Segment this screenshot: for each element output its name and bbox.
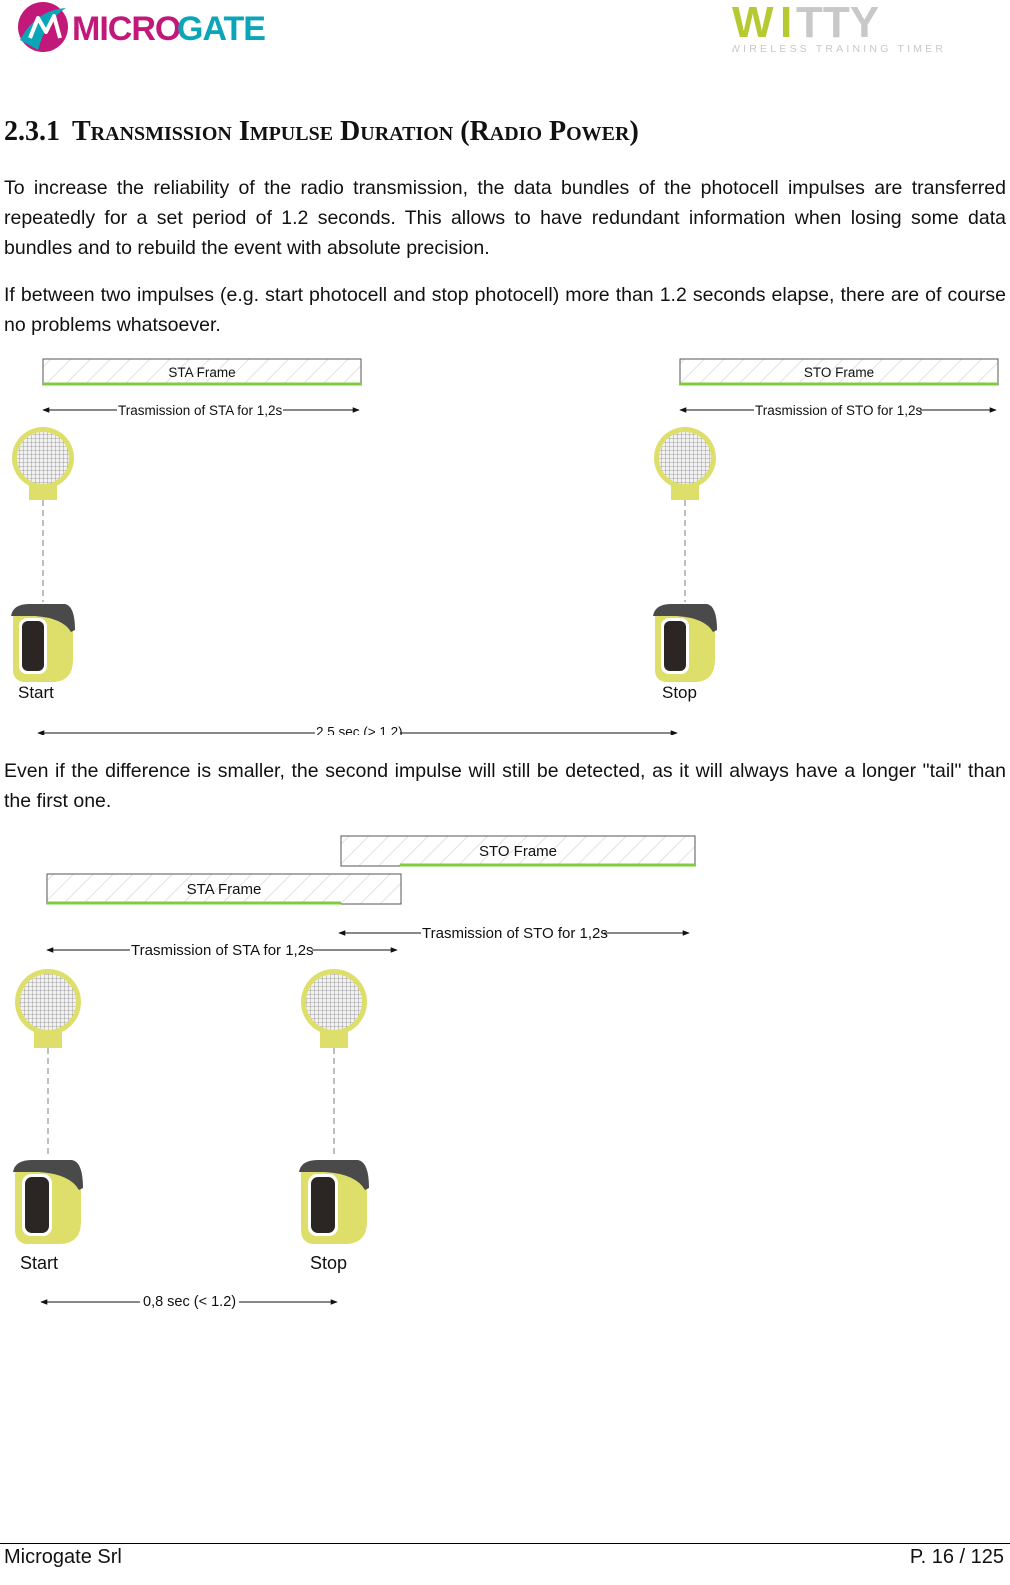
sta-frame: STA Frame bbox=[42, 358, 362, 386]
interval-label: 2,5 sec (> 1.2) bbox=[316, 725, 403, 735]
svg-text:I: I bbox=[780, 0, 792, 47]
start-label: Start bbox=[18, 683, 54, 702]
sto-frame-label: STO Frame bbox=[479, 843, 557, 860]
diagram-long-interval: STA Frame STO Frame Trasmission of STA f… bbox=[11, 358, 999, 735]
microgate-logo-text-1: MICRO bbox=[72, 10, 181, 48]
start-transmitter-icon bbox=[13, 1160, 83, 1244]
section-title: Transmission Impulse Duration (Radio Pow… bbox=[72, 116, 639, 147]
paragraph-long-interval: If between two impulses (e.g. start phot… bbox=[4, 284, 1006, 336]
sta-frame-label: STA Frame bbox=[187, 881, 262, 898]
stop-label: Stop bbox=[662, 683, 697, 702]
svg-text:W: W bbox=[732, 0, 774, 47]
interval-label: 0,8 sec (< 1.2) bbox=[143, 1294, 236, 1310]
sto-transmission-label: Trasmission of STO for 1,2s bbox=[755, 403, 923, 418]
sta-transmission-label: Trasmission of STA for 1,2s bbox=[118, 403, 283, 418]
microgate-logo: MICRO GATE bbox=[18, 2, 266, 52]
section-number: 2.3.1 bbox=[4, 116, 60, 147]
sta-frame-label: STA Frame bbox=[168, 365, 235, 380]
start-label: Start bbox=[20, 1253, 58, 1273]
footer-company: Microgate Srl bbox=[4, 1546, 122, 1568]
sto-frame: STO Frame bbox=[679, 358, 999, 386]
paragraph-reliability: To increase the reliability of the radio… bbox=[4, 177, 1006, 259]
sto-frame: STO Frame bbox=[340, 835, 696, 867]
sto-transmission-label: Trasmission of STO for 1,2s bbox=[422, 925, 608, 942]
sta-transmission-label: Trasmission of STA for 1,2s bbox=[131, 942, 314, 959]
witty-logo: W I TTY WIRELESS TRAINING TIMER bbox=[732, 0, 946, 55]
witty-tagline: WIRELESS TRAINING TIMER bbox=[732, 43, 946, 55]
start-photocell-icon bbox=[15, 969, 81, 1048]
paragraph-short-interval: Even if the difference is smaller, the s… bbox=[4, 760, 1006, 812]
sto-frame-label: STO Frame bbox=[804, 365, 874, 380]
sta-frame: STA Frame bbox=[46, 873, 402, 905]
stop-transmitter-icon bbox=[653, 604, 717, 682]
stop-label: Stop bbox=[310, 1253, 347, 1273]
diagram-short-interval: STO Frame STA Frame Trasmission of STO f… bbox=[13, 835, 696, 1310]
stop-photocell-icon bbox=[654, 427, 716, 500]
footer-divider bbox=[0, 1543, 1010, 1544]
start-transmitter-icon bbox=[11, 604, 75, 682]
svg-text:TTY: TTY bbox=[796, 0, 879, 47]
stop-transmitter-icon bbox=[299, 1160, 369, 1244]
stop-photocell-icon bbox=[301, 969, 367, 1048]
microgate-logo-text-2: GATE bbox=[177, 10, 265, 48]
start-photocell-icon bbox=[12, 427, 74, 500]
footer-page-number: P. 16 / 125 bbox=[909, 1546, 1004, 1568]
section-heading: 2.3.1 Transmission Impulse Duration (Radi… bbox=[4, 116, 639, 148]
